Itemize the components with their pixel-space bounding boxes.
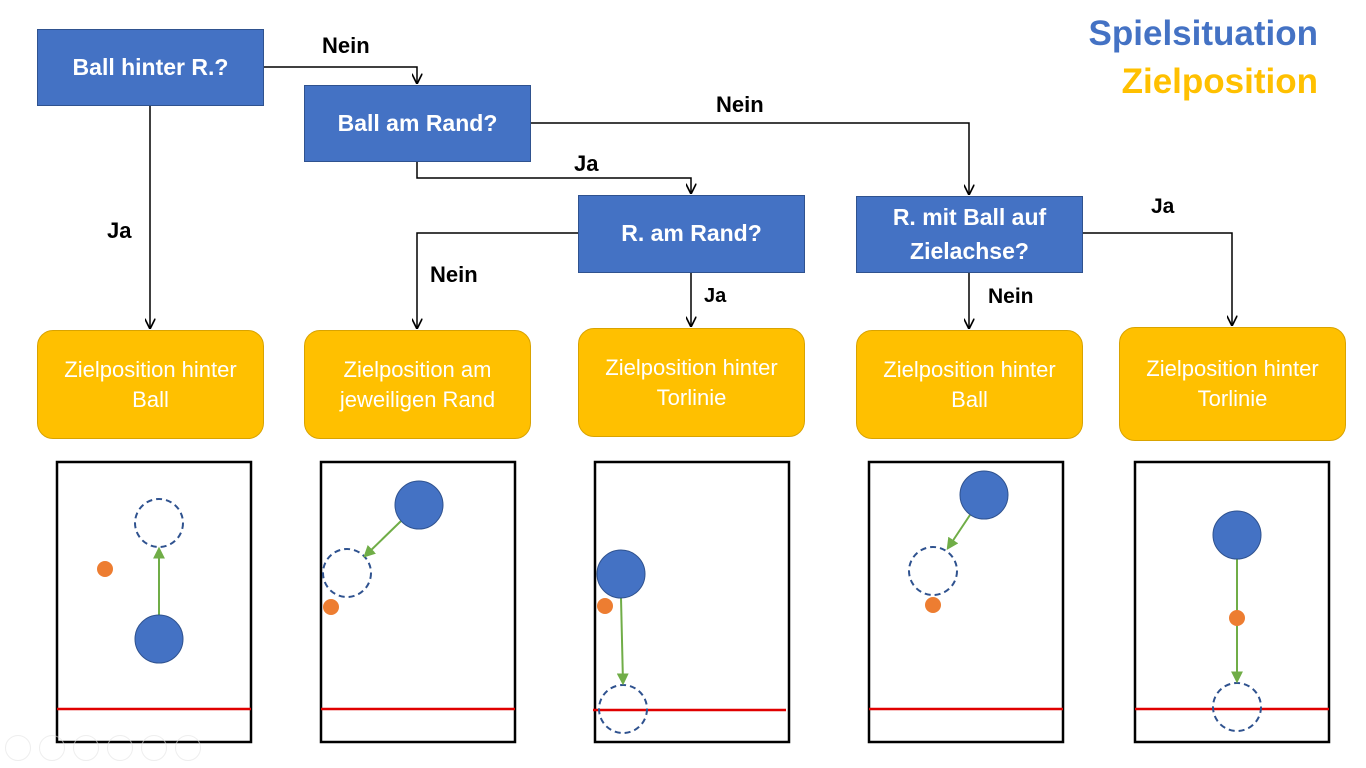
question-text: R. am Rand? <box>621 220 762 247</box>
result-text-line2: Ball <box>951 386 988 412</box>
field-border <box>867 460 1065 744</box>
robot-target-position <box>1212 682 1262 732</box>
legend-spielsituation: Spielsituation <box>1088 14 1318 53</box>
field-border <box>55 460 253 744</box>
robot-target-position <box>322 548 372 598</box>
movement-arrow <box>616 597 629 686</box>
label-q4-no: Nein <box>988 285 1034 308</box>
robot <box>959 470 1009 520</box>
robot <box>394 480 444 530</box>
field-2 <box>319 460 517 744</box>
more-icon[interactable] <box>175 735 201 761</box>
robot <box>596 549 646 599</box>
robot <box>1212 510 1262 560</box>
question-text: Ball am Rand? <box>337 109 498 136</box>
result-hinter-torlinie-1: Zielposition hinter Torlinie <box>578 328 805 437</box>
slides-icon[interactable] <box>107 735 133 761</box>
pen-icon[interactable] <box>73 735 99 761</box>
result-am-rand: Zielposition am jeweiligen Rand <box>304 330 531 439</box>
question-roboter-am-rand: R. am Rand? <box>578 195 805 273</box>
edge-q2-yes <box>416 161 691 193</box>
zoom-icon[interactable] <box>141 735 167 761</box>
result-text-line1: Zielposition hinter <box>883 356 1056 382</box>
field-border <box>319 460 517 744</box>
ball <box>323 599 339 615</box>
prev-icon[interactable] <box>5 735 31 761</box>
result-text-line1: Zielposition hinter <box>605 354 778 380</box>
result-text-line1: Zielposition am <box>343 356 492 382</box>
result-text-line1: Zielposition hinter <box>64 356 237 382</box>
robot-target-position <box>134 498 184 548</box>
result-hinter-torlinie-2: Zielposition hinter Torlinie <box>1119 327 1346 441</box>
field-border <box>593 460 791 744</box>
question-text-line1: R. mit Ball auf <box>892 204 1047 231</box>
field-border <box>1133 460 1331 744</box>
field-3 <box>593 460 791 744</box>
question-ball-hinter-roboter: Ball hinter R.? <box>37 29 264 106</box>
label-q1-no: Nein <box>322 33 370 58</box>
ball <box>97 561 113 577</box>
result-text-line2: Torlinie <box>1197 386 1268 411</box>
question-text-line2: Zielachse? <box>910 237 1029 264</box>
movement-arrow <box>363 520 402 558</box>
label-q1-yes: Ja <box>107 218 132 243</box>
robot <box>134 614 184 664</box>
result-text-line2: Torlinie <box>656 384 727 410</box>
field-1 <box>55 460 253 744</box>
next-icon[interactable] <box>39 735 65 761</box>
field-5 <box>1133 460 1331 744</box>
result-hinter-ball-1: Zielposition hinter Ball <box>37 330 264 439</box>
label-q2-yes: Ja <box>574 151 599 176</box>
ball <box>1229 610 1245 626</box>
result-hinter-ball-2: Zielposition hinter Ball <box>856 330 1083 439</box>
label-q3-no: Nein <box>430 262 478 287</box>
question-text: Ball hinter R.? <box>72 53 229 80</box>
ball <box>925 597 941 613</box>
result-text-line2: Ball <box>132 386 169 412</box>
result-text-line2: jeweiligen Rand <box>339 386 496 412</box>
slideshow-toolbar <box>5 735 201 761</box>
edge-q4-yes <box>1082 232 1232 325</box>
edge-q1-no <box>263 66 417 83</box>
robot-target-position <box>908 546 958 596</box>
label-q3-yes: Ja <box>704 285 727 307</box>
question-ball-am-rand: Ball am Rand? <box>304 85 531 162</box>
legend-zielposition: Zielposition <box>1121 62 1318 101</box>
question-zielachse: R. mit Ball auf Zielachse? <box>856 196 1083 273</box>
field-4 <box>867 460 1065 744</box>
label-q4-yes: Ja <box>1151 195 1175 218</box>
movement-arrow <box>946 514 971 550</box>
label-q2-no: Nein <box>716 92 764 117</box>
ball <box>597 598 613 614</box>
robot-target-position <box>598 684 648 734</box>
result-text-line1: Zielposition hinter <box>1146 356 1319 381</box>
